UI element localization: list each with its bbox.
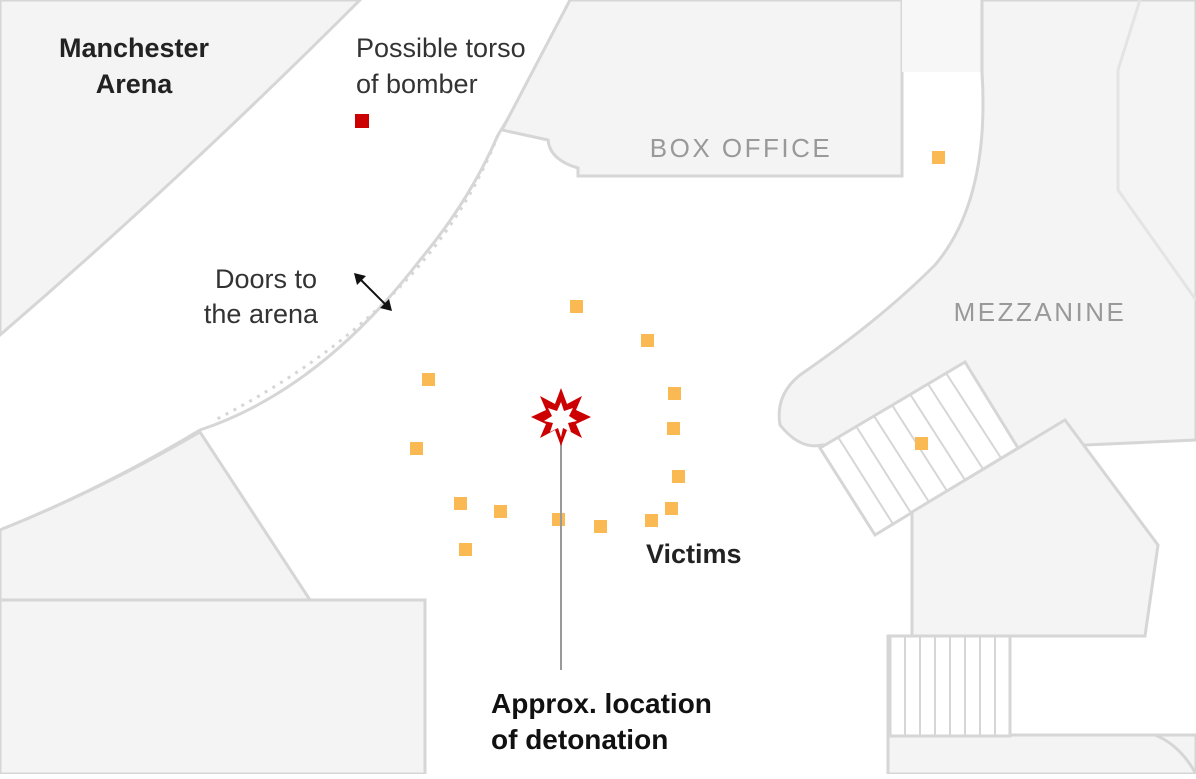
victim-marker xyxy=(915,437,928,450)
bomber-torso-marker xyxy=(355,114,369,128)
arena-label-line1: Manchester xyxy=(59,33,210,63)
mezzanine-line-2 xyxy=(1116,0,1142,71)
victim-marker xyxy=(641,334,654,347)
victims-label: Victims xyxy=(646,539,742,569)
staircase-lower xyxy=(888,634,1012,738)
arena-label-line2: Arena xyxy=(96,69,174,99)
detonation-label-line1: Approx. location xyxy=(491,688,712,719)
victim-marker xyxy=(932,151,945,164)
detonation-label-line2: of detonation xyxy=(491,724,668,755)
box-office-label: BOX OFFICE xyxy=(650,133,832,163)
victim-marker xyxy=(422,373,435,386)
victim-marker xyxy=(665,502,678,515)
victim-marker xyxy=(594,520,607,533)
doors-label-line2: the arena xyxy=(204,299,319,329)
upper-block xyxy=(902,0,982,72)
victim-markers xyxy=(410,151,945,556)
victim-marker xyxy=(570,300,583,313)
mezzanine-line xyxy=(1116,70,1196,301)
corner-curve xyxy=(1154,733,1196,775)
victim-marker xyxy=(645,514,658,527)
victim-marker xyxy=(494,505,507,518)
victim-marker xyxy=(459,543,472,556)
doors-label-line1: Doors to xyxy=(215,264,317,294)
arena-building xyxy=(0,0,363,337)
victim-marker xyxy=(672,470,685,483)
lower-left-building xyxy=(0,429,427,776)
victim-marker xyxy=(454,497,467,510)
double-arrow-icon xyxy=(354,273,392,311)
doors-dotted-line xyxy=(214,134,500,422)
victim-marker xyxy=(552,513,565,526)
victim-marker xyxy=(668,387,681,400)
mezzanine-label: MEZZANINE xyxy=(954,297,1127,327)
mezzanine-area xyxy=(777,0,1196,450)
victim-marker xyxy=(410,442,423,455)
torso-label-line1: Possible torso xyxy=(356,33,526,63)
explosion-core xyxy=(544,402,577,437)
lower-right-room xyxy=(910,418,1160,638)
victim-marker xyxy=(667,422,680,435)
box-office-building xyxy=(499,0,904,178)
torso-label-line2: of bomber xyxy=(356,69,478,99)
